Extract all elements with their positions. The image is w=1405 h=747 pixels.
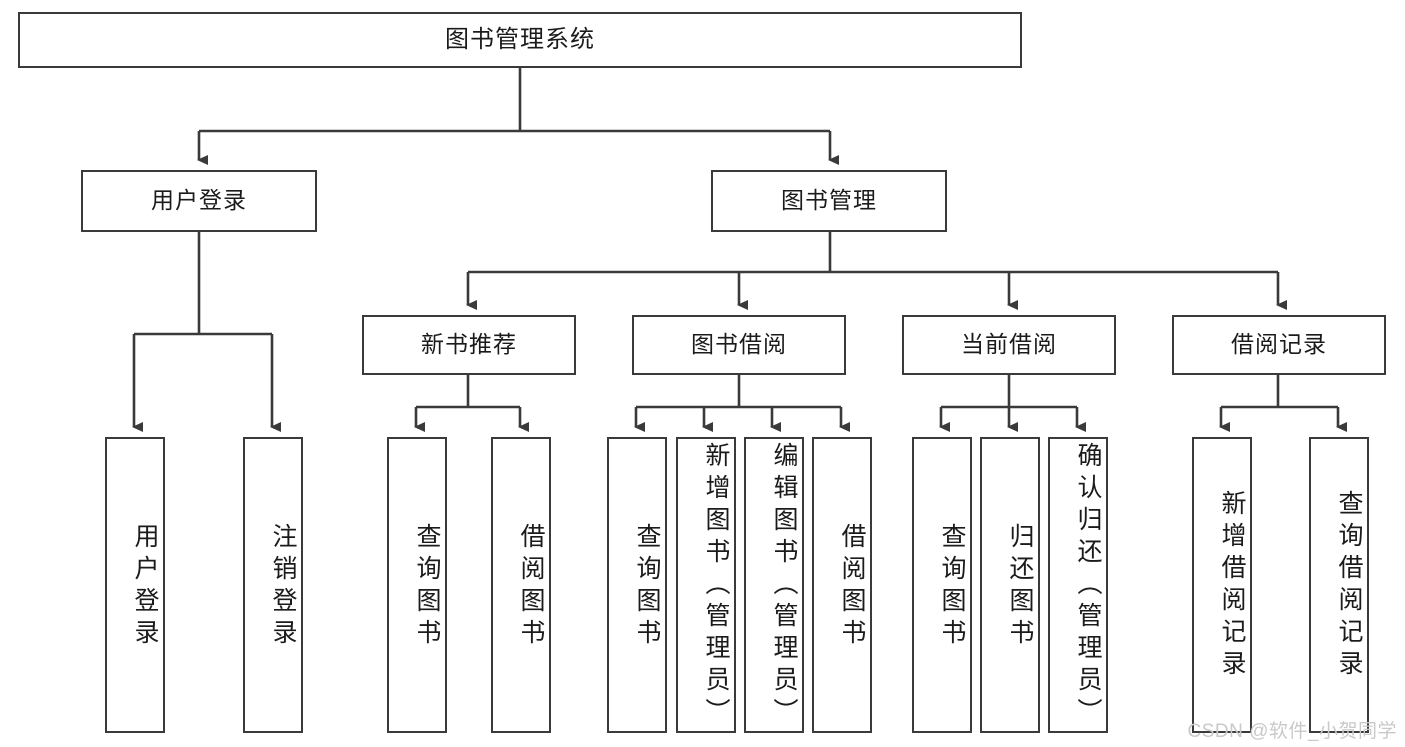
node-leaf-query-book-1-label: 查询图书 — [413, 523, 441, 651]
node-leaf-query-book-2[interactable]: 查询图书 — [607, 437, 667, 733]
node-leaf-confirm-return-label: 确认归还（管理员） — [1074, 442, 1102, 730]
node-current-borrow-label: 当前借阅 — [961, 331, 1057, 358]
node-leaf-query-book-1[interactable]: 查询图书 — [387, 437, 447, 733]
node-leaf-return-book[interactable]: 归还图书 — [980, 437, 1040, 733]
node-leaf-edit-book-label: 编辑图书（管理员） — [770, 442, 798, 730]
node-leaf-user-login[interactable]: 用户登录 — [105, 437, 165, 733]
node-leaf-query-record-label: 查询借阅记录 — [1335, 490, 1363, 682]
node-root[interactable]: 图书管理系统 — [18, 12, 1022, 68]
node-book-management[interactable]: 图书管理 — [711, 170, 947, 232]
node-leaf-confirm-return[interactable]: 确认归还（管理员） — [1048, 437, 1108, 733]
node-leaf-borrow-book-1-label: 借阅图书 — [517, 523, 545, 651]
node-book-management-label: 图书管理 — [781, 187, 877, 214]
node-leaf-add-record[interactable]: 新增借阅记录 — [1192, 437, 1252, 733]
node-book-borrow-label: 图书借阅 — [691, 331, 787, 358]
node-leaf-return-book-label: 归还图书 — [1006, 523, 1034, 651]
node-root-label: 图书管理系统 — [445, 25, 595, 53]
node-new-book-recommend[interactable]: 新书推荐 — [362, 315, 576, 375]
node-leaf-logout-login[interactable]: 注销登录 — [243, 437, 303, 733]
node-leaf-borrow-book-2[interactable]: 借阅图书 — [812, 437, 872, 733]
node-user-login-label: 用户登录 — [151, 187, 247, 214]
node-leaf-add-book-label: 新增图书（管理员） — [702, 442, 730, 730]
node-borrow-record-label: 借阅记录 — [1231, 331, 1327, 358]
node-leaf-add-book[interactable]: 新增图书（管理员） — [676, 437, 736, 733]
node-book-borrow[interactable]: 图书借阅 — [632, 315, 846, 375]
node-borrow-record[interactable]: 借阅记录 — [1172, 315, 1386, 375]
node-leaf-add-record-label: 新增借阅记录 — [1218, 490, 1246, 682]
node-leaf-query-record[interactable]: 查询借阅记录 — [1309, 437, 1369, 733]
node-leaf-query-book-3[interactable]: 查询图书 — [912, 437, 972, 733]
node-leaf-borrow-book-1[interactable]: 借阅图书 — [491, 437, 551, 733]
watermark: CSDN @软件_小贺同学 — [1187, 721, 1397, 742]
node-current-borrow[interactable]: 当前借阅 — [902, 315, 1116, 375]
node-leaf-query-book-2-label: 查询图书 — [633, 523, 661, 651]
node-leaf-borrow-book-2-label: 借阅图书 — [838, 523, 866, 651]
node-new-book-recommend-label: 新书推荐 — [421, 331, 517, 358]
node-user-login[interactable]: 用户登录 — [81, 170, 317, 232]
node-leaf-user-login-label: 用户登录 — [131, 523, 159, 651]
node-leaf-edit-book[interactable]: 编辑图书（管理员） — [744, 437, 804, 733]
node-leaf-query-book-3-label: 查询图书 — [938, 523, 966, 651]
node-leaf-logout-login-label: 注销登录 — [269, 523, 297, 651]
